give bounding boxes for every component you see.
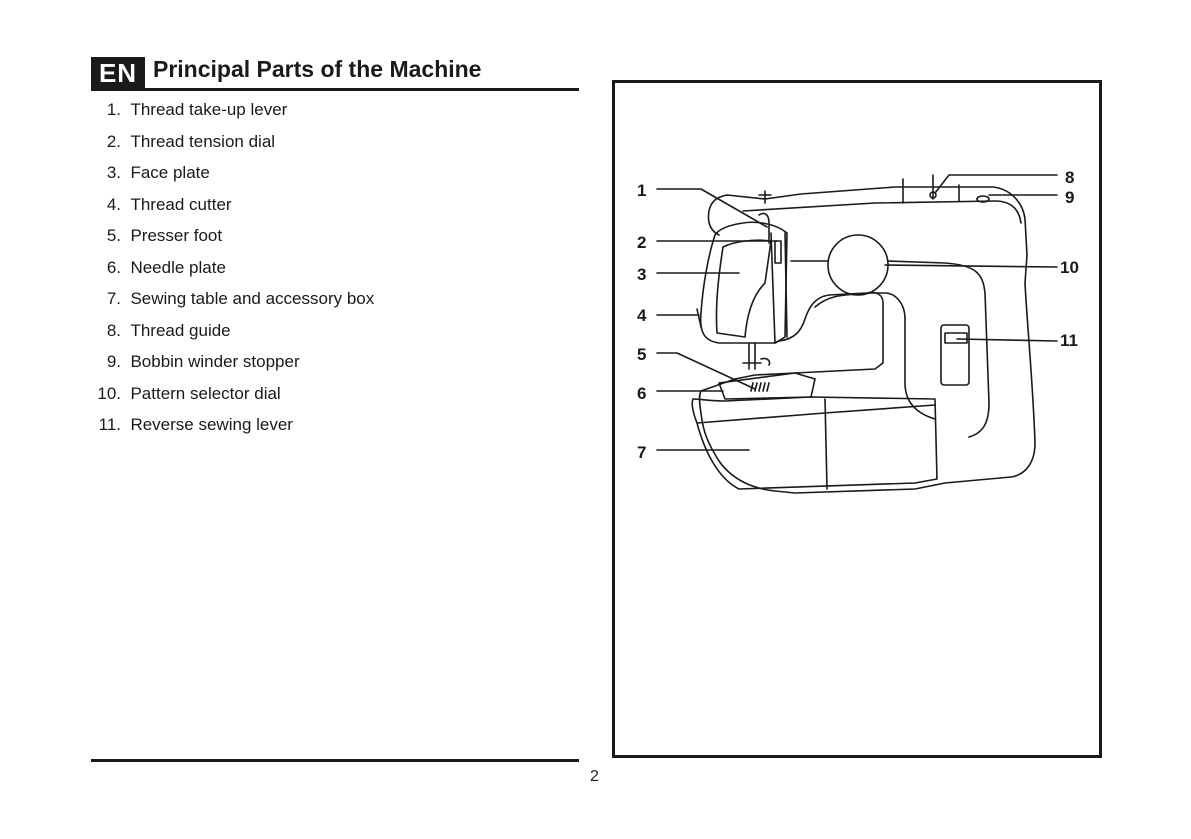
item-label: Presser foot bbox=[130, 226, 223, 245]
list-item: 4. Thread cutter bbox=[91, 192, 374, 224]
item-number: 3. bbox=[106, 163, 121, 182]
item-number: 7. bbox=[106, 289, 121, 308]
callout-2: 2 bbox=[637, 233, 647, 252]
callout-1: 1 bbox=[637, 181, 647, 200]
leader-line-5 bbox=[656, 352, 756, 390]
callout-9: 9 bbox=[1065, 188, 1075, 207]
item-number: 4. bbox=[106, 194, 121, 214]
item-label: Needle plate bbox=[130, 257, 226, 277]
page-number: 2 bbox=[590, 768, 599, 785]
callout-6: 6 bbox=[637, 384, 647, 403]
item-label: Face plate bbox=[130, 163, 210, 182]
item-number: 10. bbox=[97, 383, 121, 403]
bobbin-winder-stopper bbox=[976, 195, 990, 203]
thread-guide bbox=[929, 191, 937, 199]
item-number: 9. bbox=[106, 352, 121, 371]
callout-7: 7 bbox=[637, 443, 647, 462]
list-item: 3. Face plate bbox=[91, 160, 374, 192]
item-label: Bobbin winder stopper bbox=[130, 352, 300, 371]
item-label: Sewing table and accessory box bbox=[130, 289, 375, 308]
callout-11: 11 bbox=[1060, 331, 1078, 350]
figure-frame: 1 2 3 4 5 6 7 8 9 10 11 bbox=[612, 80, 1102, 758]
list-item: 5. Presser foot bbox=[91, 223, 374, 255]
item-label: Reverse sewing lever bbox=[130, 415, 293, 434]
pattern-selector-dial bbox=[827, 234, 889, 296]
face-plate bbox=[715, 239, 772, 338]
reverse-lever bbox=[940, 324, 970, 386]
list-item: 9. Bobbin winder stopper bbox=[91, 349, 374, 381]
item-number: 1. bbox=[106, 100, 121, 119]
sewing-machine-illustration bbox=[656, 174, 1058, 494]
item-number: 8. bbox=[106, 320, 121, 340]
leader-line-10 bbox=[884, 264, 1058, 268]
needle-plate bbox=[718, 372, 816, 400]
bottom-rule bbox=[91, 759, 579, 762]
list-item: 8. Thread guide bbox=[91, 318, 374, 350]
callout-4: 4 bbox=[637, 306, 647, 325]
item-label: Pattern selector dial bbox=[130, 383, 281, 403]
list-item: 10. Pattern selector dial bbox=[91, 381, 374, 413]
item-number: 11. bbox=[98, 415, 121, 434]
parts-list: 1. Thread take-up lever 2. Thread tensio… bbox=[91, 97, 374, 444]
list-item: 2. Thread tension dial bbox=[91, 129, 374, 161]
item-label: Thread cutter bbox=[130, 194, 232, 214]
list-item: 6. Needle plate bbox=[91, 255, 374, 287]
leader-line-8 bbox=[934, 174, 1058, 194]
list-item: 7. Sewing table and accessory box bbox=[91, 286, 374, 318]
leader-line-11 bbox=[956, 338, 1058, 342]
callout-5: 5 bbox=[637, 345, 647, 364]
item-number: 6. bbox=[106, 257, 121, 277]
list-item: 11. Reverse sewing lever bbox=[91, 412, 374, 444]
list-item: 1. Thread take-up lever bbox=[91, 97, 374, 129]
callout-8: 8 bbox=[1065, 168, 1075, 187]
leader-line-1 bbox=[656, 188, 768, 228]
accessory-box bbox=[691, 396, 938, 490]
item-number: 5. bbox=[106, 226, 121, 245]
item-label: Thread guide bbox=[130, 320, 231, 340]
page-title: Principal Parts of the Machine bbox=[153, 56, 482, 82]
callout-10: 10 bbox=[1060, 258, 1079, 277]
section-header: EN Principal Parts of the Machine bbox=[91, 55, 579, 91]
item-label: Thread take-up lever bbox=[130, 100, 288, 119]
item-label: Thread tension dial bbox=[130, 131, 276, 151]
callout-3: 3 bbox=[637, 265, 647, 284]
item-number: 2. bbox=[106, 131, 121, 151]
language-badge: EN bbox=[91, 57, 145, 88]
